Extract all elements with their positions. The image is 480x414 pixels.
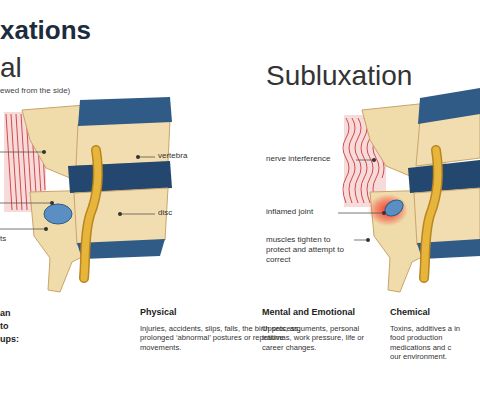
- part-label: muscles tighten to protect and attempt t…: [266, 235, 352, 265]
- part-label: vertebra: [158, 151, 187, 161]
- title: xations: [0, 14, 91, 47]
- leader-lines: [0, 152, 155, 229]
- vertebra-body: [76, 120, 170, 166]
- side-note: to: [0, 321, 9, 332]
- subtitle: ewed from the side): [0, 86, 70, 96]
- category-heading: Mental and Emotional: [262, 307, 355, 318]
- endplate: [418, 88, 480, 124]
- nerve: [84, 150, 98, 278]
- panel-heading: al: [0, 50, 22, 85]
- endplate: [78, 97, 172, 126]
- part-label: nerve interference: [266, 154, 356, 164]
- part-label: ts: [0, 234, 6, 244]
- inflammation: [368, 194, 408, 226]
- subluxated-spine: [343, 88, 480, 292]
- leader-dots: [366, 158, 386, 242]
- part-label: inflamed joint: [266, 207, 336, 217]
- category-body: Upsets, arguments, personal traumas, wor…: [262, 324, 386, 352]
- part-label: disc: [158, 208, 172, 218]
- side-note: an: [0, 308, 11, 319]
- normal-spine: [4, 97, 172, 292]
- side-note: ups:: [0, 334, 19, 345]
- nerve: [84, 150, 98, 278]
- panel-heading: Subluxation: [266, 58, 412, 93]
- disc: [408, 160, 480, 193]
- facet-joint: [44, 204, 72, 224]
- category-body: Toxins, additives a in food production m…: [390, 324, 464, 362]
- facet-joint: [382, 197, 406, 220]
- nerve: [424, 150, 438, 278]
- category-heading: Physical: [140, 307, 177, 318]
- category-heading: Chemical: [390, 307, 430, 318]
- leader-dots: [42, 150, 140, 231]
- nerve: [424, 150, 438, 278]
- leader-lines: [338, 160, 384, 240]
